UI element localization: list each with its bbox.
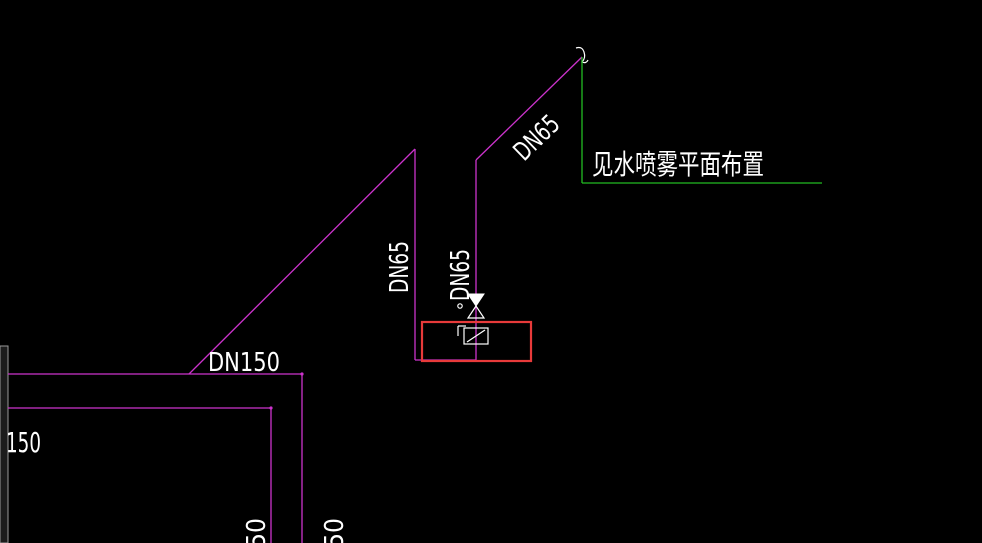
pipe-end-cap-icon <box>575 46 589 64</box>
pipe-diagonal-left[interactable] <box>188 148 416 375</box>
pipe-diagonal-right[interactable] <box>475 56 583 161</box>
pipe-node <box>269 406 273 410</box>
label-dn65-left-riser: DN65 <box>385 241 415 293</box>
highlight-box[interactable] <box>420 320 533 363</box>
pipe-node <box>300 372 304 376</box>
left-panel-edge <box>0 345 9 543</box>
label-dn150-main: DN150 <box>208 348 280 378</box>
label-dn65-right-riser: DN65 <box>446 249 476 301</box>
label-bottom-left: 50 <box>242 518 272 543</box>
flow-switch-icon[interactable] <box>457 303 489 345</box>
label-dn150-left: 150 <box>6 426 41 459</box>
label-spray-note: 见水喷雾平面布置 <box>592 148 764 181</box>
gate-valve-icon[interactable] <box>466 293 486 319</box>
label-dn65-diagonal: DN65 <box>508 109 566 167</box>
label-bottom-right: 50 <box>320 518 350 543</box>
